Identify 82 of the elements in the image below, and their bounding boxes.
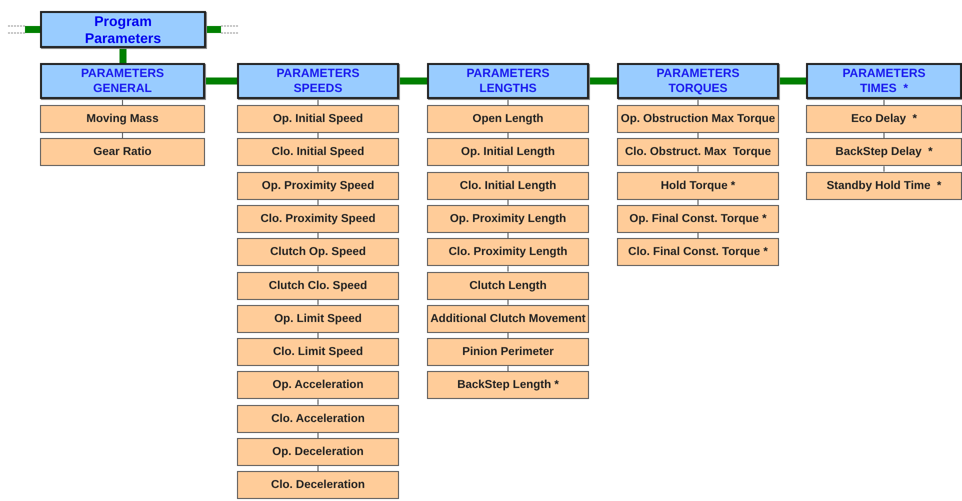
box-label: PARAMETERS TIMES * [841, 66, 927, 96]
parameter-box [427, 304, 589, 333]
box-label: Pinion Perimeter [462, 346, 554, 358]
box-label: PARAMETERS LENGTHS [465, 66, 551, 96]
box-label: Clutch Op. Speed [270, 246, 366, 258]
connector-line [120, 48, 126, 63]
parameter-box [237, 238, 399, 266]
category-box [40, 63, 205, 99]
parameter-box [617, 204, 779, 233]
parameter-box [806, 172, 962, 200]
box-label: Eco Delay * [851, 113, 917, 125]
box-label: BackStep Length * [457, 379, 559, 392]
connector-line [206, 26, 221, 33]
parameter-box [237, 471, 399, 500]
connector-line [205, 78, 237, 84]
parameter-box [427, 238, 589, 266]
parameter-box [427, 272, 589, 300]
category-box [237, 63, 399, 99]
parameter-box [237, 404, 399, 433]
parameter-box [806, 138, 962, 166]
parameter-box [237, 338, 399, 366]
box-label: BackStep Delay * [835, 146, 933, 158]
box-label: Clutch Clo. Speed [268, 280, 368, 292]
box-label: Clo. Proximity Length [448, 246, 568, 258]
box-label: Clo. Limit Speed [272, 346, 364, 358]
box-label: Clo. Acceleration [271, 412, 365, 425]
box-label: Op. Initial Length [461, 146, 555, 158]
box-label: Clo. Initial Length [460, 180, 556, 192]
box-label: Gear Ratio [93, 146, 152, 158]
parameter-box [40, 105, 205, 133]
box-label: Clo. Deceleration [271, 479, 365, 492]
box-label: Hold Torque * [660, 180, 736, 192]
box-label: Clutch Length [469, 280, 547, 292]
parameter-box [617, 138, 779, 166]
box-label: Clo. Obstruct. Max Torque [624, 146, 772, 158]
box-label: Op. Acceleration [272, 379, 364, 392]
box-label: Op. Obstruction Max Torque [620, 113, 776, 125]
connector-line [589, 78, 617, 84]
parameter-box [237, 438, 399, 466]
box-label: PARAMETERS SPEEDS [275, 66, 361, 96]
parameter-box [427, 105, 589, 133]
parameter-box [617, 172, 779, 200]
box-label: Op. Initial Speed [272, 113, 364, 125]
parameter-box [427, 204, 589, 233]
box-label: Additional Clutch Movement [430, 312, 586, 325]
box-label: Clo. Initial Speed [272, 146, 364, 158]
parameter-box [806, 105, 962, 133]
box-label: Moving Mass [86, 113, 159, 125]
parameter-box [427, 172, 589, 200]
parameter-box [237, 172, 399, 200]
box-label: PARAMETERS TORQUES [655, 66, 741, 96]
parameter-box [237, 138, 399, 166]
root-box [40, 11, 206, 48]
box-label: Standby Hold Time * [826, 180, 942, 192]
parameter-box [427, 338, 589, 366]
box-label: PARAMETERS GENERAL [80, 66, 166, 96]
category-box [617, 63, 779, 99]
parameter-box [617, 105, 779, 133]
parameter-box [237, 272, 399, 300]
box-label: Op. Proximity Length [450, 212, 566, 225]
box-label: Clo. Final Const. Torque * [628, 246, 768, 258]
parameter-box [237, 304, 399, 333]
parameter-box [40, 138, 205, 166]
box-label: Clo. Proximity Speed [260, 212, 376, 225]
connector-line [779, 78, 806, 84]
connector-line [399, 78, 427, 84]
box-label: Op. Deceleration [272, 446, 364, 458]
connector-line [25, 26, 40, 33]
category-box [427, 63, 589, 99]
parameter-box [427, 371, 589, 400]
connector-line [122, 132, 123, 139]
parameter-box [427, 138, 589, 166]
box-label: Open Length [472, 113, 544, 125]
box-label: Op. Final Const. Torque * [629, 212, 767, 225]
parameter-box [617, 238, 779, 266]
box-label: Op. Proximity Speed [262, 180, 374, 192]
box-label: Op. Limit Speed [274, 312, 362, 325]
parameter-box [237, 371, 399, 400]
parameter-box [237, 105, 399, 133]
box-label: Program Parameters [84, 12, 162, 46]
parameter-box [237, 204, 399, 233]
category-box [806, 63, 962, 99]
